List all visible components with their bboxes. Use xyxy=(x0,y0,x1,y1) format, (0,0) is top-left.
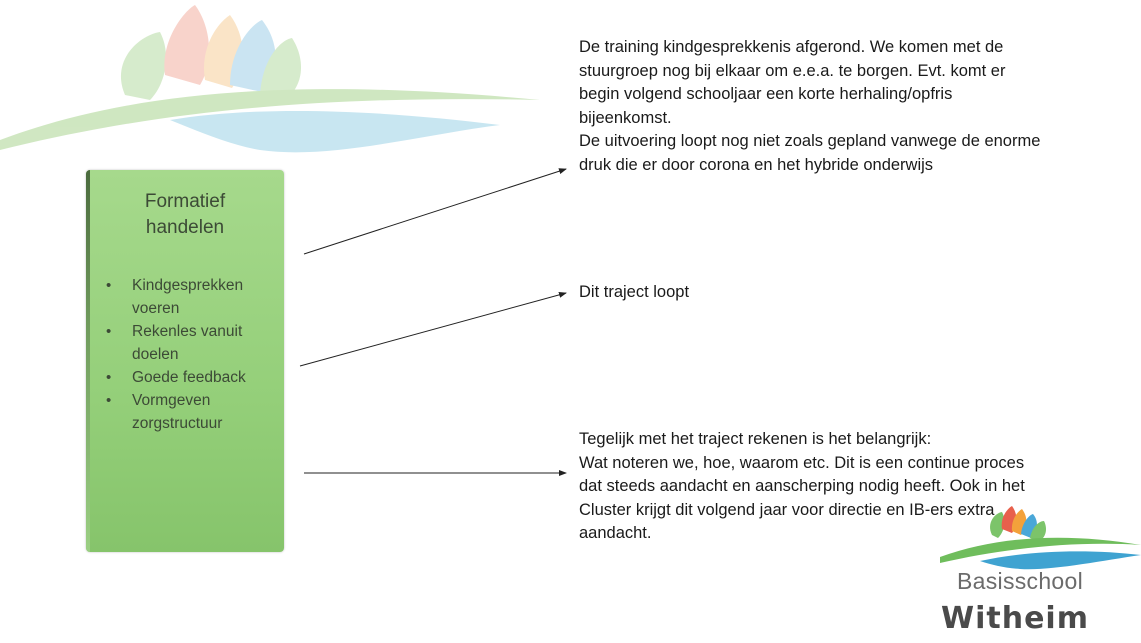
list-item: Vormgeven zorgstructuur xyxy=(106,389,282,435)
card-title-line1: Formatief xyxy=(144,191,226,212)
logo-petal-green-right xyxy=(260,38,302,100)
list-item: Rekenles vanuit doelen xyxy=(106,320,282,366)
list-item: Kindgesprekken voeren xyxy=(106,274,282,320)
logo-petal-red xyxy=(164,5,210,85)
logo-petal-green-left xyxy=(990,512,1005,538)
note-kindgesprekken: De training kindgesprekkenis afgerond. W… xyxy=(579,36,1049,177)
logo-text-basisschool: Basisschool xyxy=(957,568,1084,594)
card-bullet-list: Kindgesprekken voeren Rekenles vanuit do… xyxy=(106,274,282,435)
note3-paragraph2: Wat noteren we, hoe, waarom etc. Dit is … xyxy=(579,453,1025,543)
logo-swoosh-blue xyxy=(170,110,500,153)
note-zorgstructuur: Tegelijk met het traject rekenen is het … xyxy=(579,428,1049,546)
school-logo xyxy=(940,506,1141,570)
logo-swoosh-green xyxy=(0,89,540,150)
formatief-handelen-card: Formatief handelen Kindgesprekken voeren… xyxy=(86,170,284,552)
note-rekenles: Dit traject loopt xyxy=(579,283,690,301)
arrow-to-note2 xyxy=(299,291,567,367)
school-logo-watermark xyxy=(0,5,540,153)
note3-paragraph1: Tegelijk met het traject rekenen is het … xyxy=(579,430,932,448)
logo-text-witheim: Witheim xyxy=(941,601,1089,636)
arrow-to-note1 xyxy=(303,168,567,255)
note1-paragraph2: De uitvoering loopt nog niet zoals gepla… xyxy=(579,132,1041,174)
logo-swoosh-green xyxy=(940,537,1141,563)
logo-swoosh-blue xyxy=(980,551,1141,570)
note1-paragraph1: De training kindgesprekkenis afgerond. W… xyxy=(579,38,1006,127)
logo-petal-green-left xyxy=(120,32,167,100)
card-title-line2: handelen xyxy=(145,217,225,238)
list-item: Goede feedback xyxy=(106,366,282,389)
card-title: Formatief handelen xyxy=(86,189,284,241)
logo-petal-green-right xyxy=(1030,521,1046,542)
